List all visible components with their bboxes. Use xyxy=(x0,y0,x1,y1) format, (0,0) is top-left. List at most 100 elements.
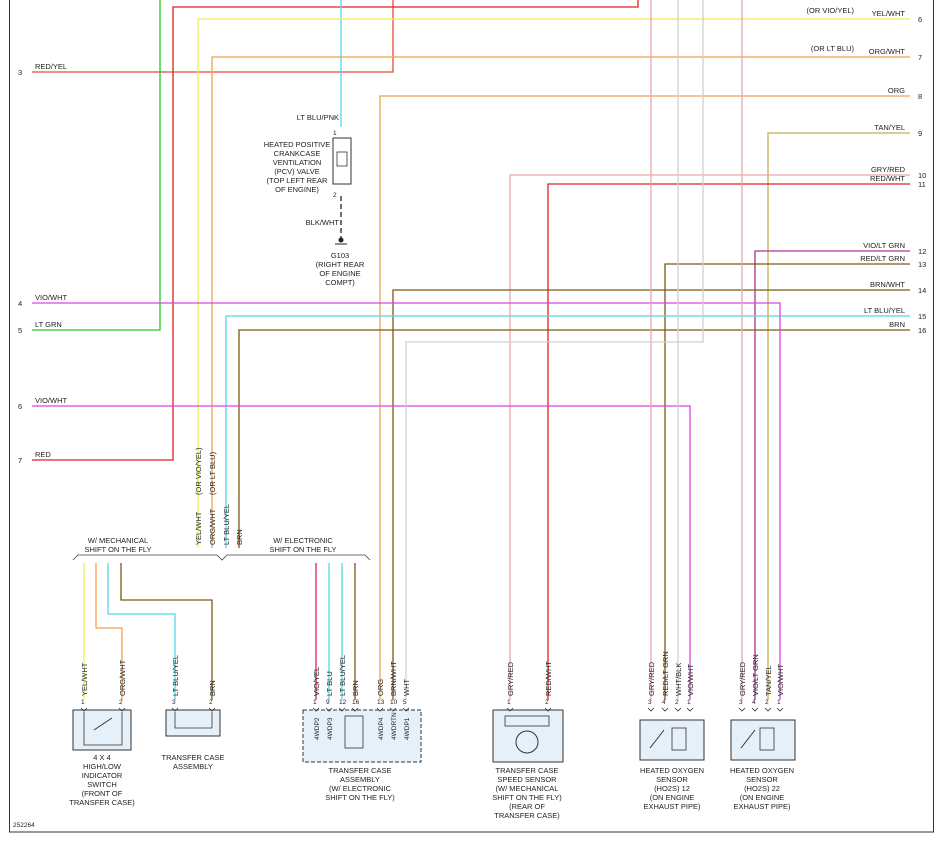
wire-label: LT BLU/YEL xyxy=(864,306,905,315)
component-desc: (HO2S) 12 xyxy=(654,784,690,793)
component-desc: HIGH/LOW xyxy=(83,762,122,771)
connector-mark xyxy=(506,707,514,712)
connector-mark xyxy=(751,707,759,712)
wire-label: RED/YEL xyxy=(35,62,67,71)
wire-wht xyxy=(405,0,704,700)
pin-number: 13 xyxy=(377,699,385,706)
switch-arm xyxy=(93,717,113,731)
row-number: 15 xyxy=(918,312,926,321)
row-number: 6 xyxy=(918,15,922,24)
row-number: 10 xyxy=(918,171,926,180)
component-desc: OF ENGINE) xyxy=(275,185,319,194)
wire-vio-wht-4 xyxy=(32,302,781,700)
pin-function: 4WDP2 xyxy=(314,717,321,740)
pin-number: 9 xyxy=(326,699,330,706)
wire-label: BRN/WHT xyxy=(870,280,905,289)
connector-mark xyxy=(738,707,746,712)
wire-label: LT BLU/YEL xyxy=(338,655,347,696)
wire-label: GRY/RED xyxy=(506,661,515,696)
wire-label: RED/WHT xyxy=(870,174,905,183)
connector-mark xyxy=(647,707,655,712)
row-number: 14 xyxy=(918,286,926,295)
wire-brn-wht xyxy=(392,289,910,700)
component-desc: ASSEMBLY xyxy=(173,762,213,771)
wire-label: ORG/WHT xyxy=(118,659,127,696)
wire-label: RED/LT GRN xyxy=(661,651,670,696)
row-number: 13 xyxy=(918,260,926,269)
wire-label-alt: (OR LT BLU) xyxy=(811,44,855,53)
connector-mark xyxy=(118,707,126,712)
component-desc: TRANSFER CASE xyxy=(496,766,559,775)
row-number: 8 xyxy=(918,92,922,101)
ground-icon xyxy=(338,237,344,243)
wire-label-alt: (OR VIO/YEL) xyxy=(806,6,854,15)
wire-org-wht xyxy=(211,56,910,548)
component-desc: (W/ MECHANICAL xyxy=(496,784,559,793)
connector-mark xyxy=(208,707,216,712)
pin-number: 2 xyxy=(545,699,549,706)
wire-yel-wht xyxy=(197,18,910,548)
wire-brn-m xyxy=(120,563,213,700)
group-label: W/ ELECTRONIC xyxy=(273,536,333,545)
component-desc: INDICATOR xyxy=(82,771,123,780)
wire-label: WHT/BLK xyxy=(674,663,683,696)
row-number: 5 xyxy=(18,326,22,335)
connector-mark xyxy=(764,707,772,712)
connector-mark xyxy=(338,707,346,712)
connector-mark xyxy=(312,707,320,712)
pin-function: 4WDP1 xyxy=(404,717,411,740)
component-desc: HEATED OXYGEN xyxy=(730,766,794,775)
pin-number: 1 xyxy=(507,699,511,706)
wire-label: RED/LT GRN xyxy=(860,254,905,263)
wire-label: VIO/WHT xyxy=(35,396,67,405)
row-number: 6 xyxy=(18,402,22,411)
component-desc: SPEED SENSOR xyxy=(497,775,557,784)
wire-red-lt-grn xyxy=(664,263,910,700)
wire-label: ORG/WHT xyxy=(208,508,217,545)
heater-element xyxy=(336,151,348,167)
wire-red-yel xyxy=(32,0,394,73)
connector-mark xyxy=(661,707,669,712)
wire-label: BRN xyxy=(889,320,905,329)
pin-number: 1 xyxy=(81,699,85,706)
wire-label: BRN xyxy=(235,529,244,545)
pin-number: 3 xyxy=(172,699,176,706)
component-desc: (TOP LEFT REAR xyxy=(267,176,328,185)
row-number: 3 xyxy=(18,68,22,77)
group-bracket xyxy=(72,554,371,561)
pin-number: 3 xyxy=(739,699,743,706)
component-desc: (PCV) VALVE xyxy=(274,167,320,176)
component-desc: HEATED POSITIVE xyxy=(264,140,331,149)
wire-label: (OR LT BLU) xyxy=(208,451,217,495)
wire-label: VIO/WHT xyxy=(35,293,67,302)
ground-label: COMPT) xyxy=(325,278,355,287)
pin-number: 5 xyxy=(403,699,407,706)
pin-number: 2 xyxy=(333,192,337,199)
wire-label: ORG xyxy=(888,86,905,95)
component-desc: TRANSFER CASE) xyxy=(69,798,135,807)
heater-icon xyxy=(671,727,687,751)
wire-label: LT BLU/PNK xyxy=(297,113,339,122)
component-desc: (REAR OF xyxy=(509,802,545,811)
connector-mark xyxy=(351,707,359,712)
wire-label: GRY/RED xyxy=(647,661,656,696)
high-low-switch xyxy=(72,709,132,751)
wire-label: BLK/WHT xyxy=(306,218,340,227)
row-number: 4 xyxy=(18,299,22,308)
wire-label: BRN xyxy=(351,680,360,696)
wire-label: ORG/WHT xyxy=(869,47,906,56)
pin-number: 2 xyxy=(675,699,679,706)
wire-lt-blu-yel xyxy=(225,315,910,548)
wire-label: ORG xyxy=(376,679,385,696)
wire-org-wht-m xyxy=(95,563,123,700)
pin-function: 4WDRTN xyxy=(391,712,398,740)
diagram-border xyxy=(9,0,934,833)
wire-label: VIO/WHT xyxy=(776,664,785,696)
pin-function: 4WDP3 xyxy=(327,717,334,740)
pin-number: 1 xyxy=(687,699,691,706)
component-desc: EXHAUST PIPE) xyxy=(734,802,791,811)
component-layer xyxy=(72,137,796,763)
internal-circuit xyxy=(174,712,213,729)
wire-brn xyxy=(238,329,910,548)
